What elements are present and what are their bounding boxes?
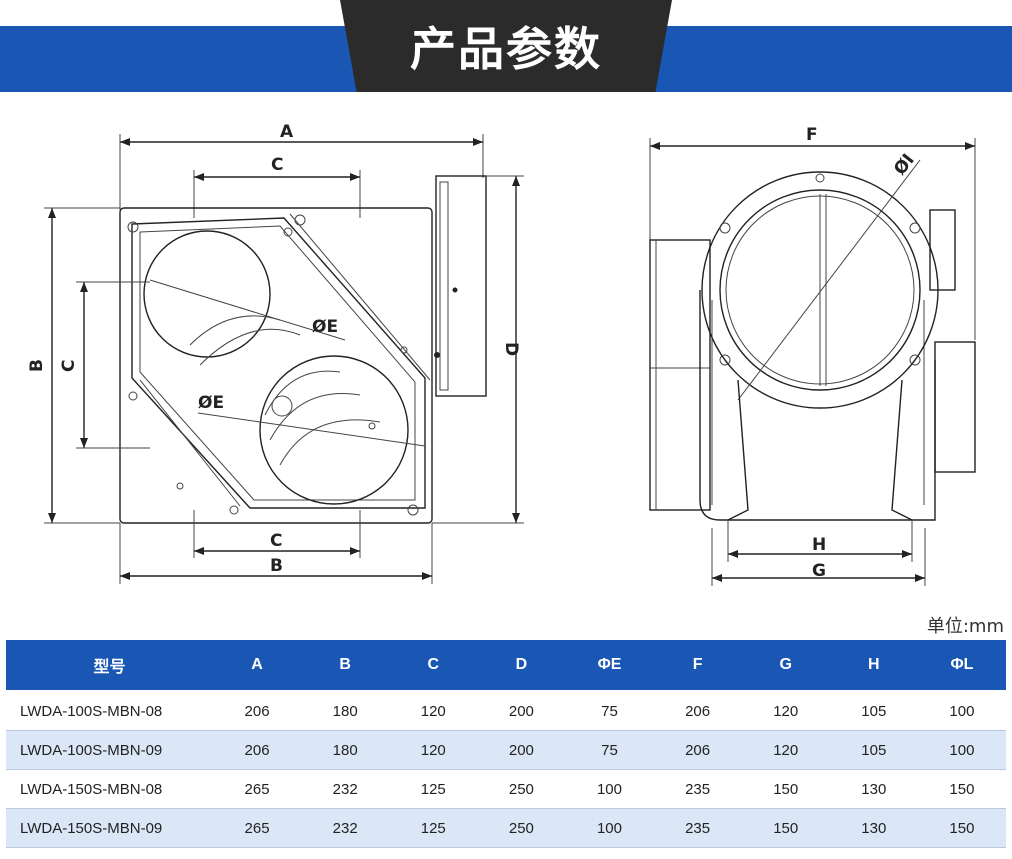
cell-g: 150	[741, 808, 830, 848]
cell-model: LWDA-100S-MBN-08	[6, 691, 213, 731]
header-bar-left	[0, 26, 380, 92]
table-row: LWDA-100S-MBN-09 206 180 120 200 75 206 …	[6, 730, 1006, 770]
dimension-drawings: A C ØE ØE	[27, 122, 976, 586]
cell-e: 75	[565, 691, 654, 731]
front-view-drawing: A C ØE ØE	[27, 122, 524, 584]
table-row: LWDA-150S-MBN-08 265 232 125 250 100 235…	[6, 769, 1006, 809]
cell-b: 180	[301, 730, 390, 770]
dim-label-f: F	[806, 125, 818, 145]
side-view-drawing: F ØI H	[649, 125, 976, 586]
dim-label-c-left: C	[59, 360, 79, 372]
col-header-h: H	[829, 640, 918, 692]
col-header-e: ΦE	[565, 640, 654, 692]
cell-c: 120	[389, 730, 478, 770]
dim-label-b-left: B	[27, 359, 47, 372]
dim-label-c-top: C	[271, 155, 283, 175]
col-header-d: D	[477, 640, 566, 692]
page-title: 产品参数	[410, 22, 602, 76]
header-tab	[340, 0, 672, 92]
dim-label-h: H	[812, 535, 826, 555]
cell-model: LWDA-150S-MBN-09	[6, 808, 213, 848]
cell-l: 100	[917, 730, 1006, 770]
table-header-row: 型号 A B C D ΦE F G H ΦL	[6, 640, 1006, 692]
unit-note: 单位:mm	[926, 616, 1004, 637]
cell-d: 200	[477, 730, 566, 770]
dim-label-i: ØI	[890, 150, 919, 179]
cell-e: 100	[565, 769, 654, 809]
dim-label-a: A	[280, 122, 294, 142]
dim-label-b-bottom: B	[270, 556, 283, 576]
cell-a: 265	[213, 808, 302, 848]
dim-label-e-top: ØE	[312, 317, 338, 337]
cell-f: 235	[653, 808, 742, 848]
cell-model: LWDA-150S-MBN-08	[6, 769, 213, 809]
cell-f: 206	[653, 691, 742, 731]
cell-h: 130	[829, 808, 918, 848]
col-header-a: A	[213, 640, 302, 692]
cell-e: 100	[565, 808, 654, 848]
cell-d: 250	[477, 769, 566, 809]
cell-g: 120	[741, 691, 830, 731]
cell-c: 125	[389, 808, 478, 848]
cell-b: 232	[301, 769, 390, 809]
dim-label-e-bottom: ØE	[198, 393, 224, 413]
cell-a: 206	[213, 730, 302, 770]
cell-d: 200	[477, 691, 566, 731]
dim-label-c-bottom: C	[270, 531, 282, 551]
cell-f: 235	[653, 769, 742, 809]
cell-g: 120	[741, 730, 830, 770]
col-header-b: B	[301, 640, 390, 692]
col-header-model: 型号	[6, 640, 213, 692]
cell-h: 105	[829, 730, 918, 770]
cell-e: 75	[565, 730, 654, 770]
col-header-f: F	[653, 640, 742, 692]
cell-a: 265	[213, 769, 302, 809]
dim-label-d: D	[501, 342, 521, 356]
cell-h: 105	[829, 691, 918, 731]
col-header-g: G	[741, 640, 830, 692]
cell-d: 250	[477, 808, 566, 848]
table-row: LWDA-150S-MBN-09 265 232 125 250 100 235…	[6, 808, 1006, 848]
cell-c: 120	[389, 691, 478, 731]
cell-c: 125	[389, 769, 478, 809]
header-bar-right	[632, 26, 1012, 92]
page-header: 产品参数	[0, 0, 1012, 92]
cell-l: 150	[917, 808, 1006, 848]
dim-label-g: G	[812, 561, 826, 581]
cell-g: 150	[741, 769, 830, 809]
col-header-c: C	[389, 640, 478, 692]
cell-a: 206	[213, 691, 302, 731]
cell-l: 100	[917, 691, 1006, 731]
cell-model: LWDA-100S-MBN-09	[6, 730, 213, 770]
cell-f: 206	[653, 730, 742, 770]
table-row: LWDA-100S-MBN-08 206 180 120 200 75 206 …	[6, 691, 1006, 731]
cell-h: 130	[829, 769, 918, 809]
col-header-l: ΦL	[917, 640, 1006, 692]
cell-b: 232	[301, 808, 390, 848]
cell-l: 150	[917, 769, 1006, 809]
spec-table: 型号 A B C D ΦE F G H ΦL LWDA-100S-MBN-08 …	[6, 640, 1006, 848]
cell-b: 180	[301, 691, 390, 731]
